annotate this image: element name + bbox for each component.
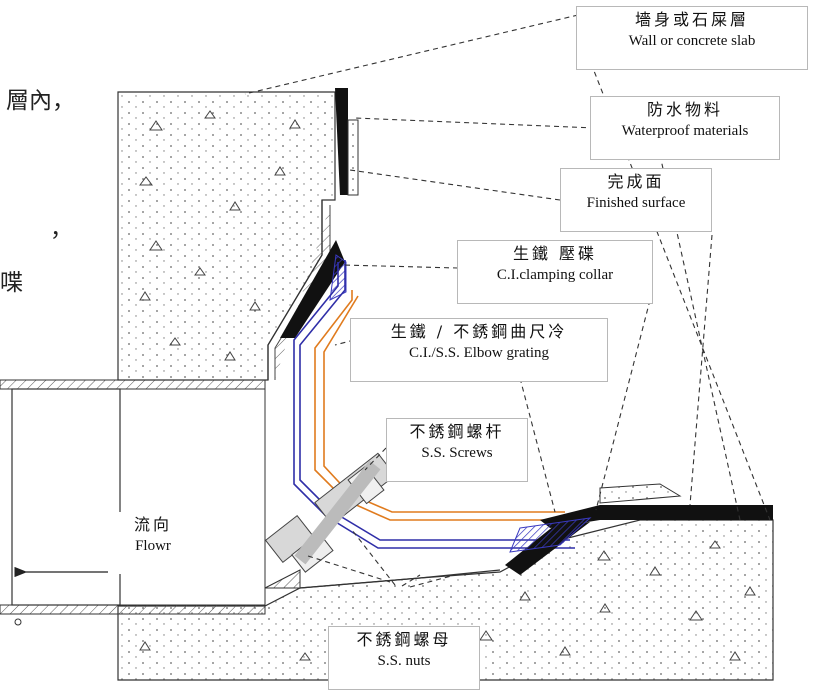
label-wall-zh: 墻身或石屎層 bbox=[634, 10, 749, 29]
waterproof-wall bbox=[335, 88, 348, 195]
label-flow-en: Flowr bbox=[135, 537, 171, 554]
label-grating-zh: 生鐵 / 不銹鋼曲尺冷 bbox=[390, 322, 568, 341]
label-nuts: 不銹鋼螺母 S.S. nuts bbox=[328, 626, 480, 690]
label-nuts-en: S.S. nuts bbox=[377, 652, 431, 669]
label-screws-zh: 不銹鋼螺杆 bbox=[409, 422, 505, 441]
floor-waterproof bbox=[540, 505, 773, 528]
label-grating: 生鐵 / 不銹鋼曲尺冷 C.I./S.S. Elbow grating bbox=[350, 318, 608, 382]
label-screws: 不銹鋼螺杆 S.S. Screws bbox=[386, 418, 528, 482]
label-waterproof-zh: 防水物料 bbox=[646, 100, 723, 119]
collar-black bbox=[280, 240, 345, 338]
label-finished-en: Finished surface bbox=[586, 194, 686, 211]
label-collar: 生鐵 壓碟 C.I.clamping collar bbox=[457, 240, 653, 304]
label-wall: 墻身或石屎層 Wall or concrete slab bbox=[576, 6, 808, 70]
elbow-housing bbox=[267, 200, 323, 380]
wall-concrete bbox=[117, 91, 336, 381]
label-collar-en: C.I.clamping collar bbox=[496, 266, 614, 283]
leader-lines bbox=[244, 14, 771, 588]
text-fragment-3: 喋 bbox=[0, 270, 23, 296]
label-waterproof: 防水物料 Waterproof materials bbox=[590, 96, 780, 160]
label-finished-zh: 完成面 bbox=[607, 172, 665, 191]
label-grating-en: C.I./S.S. Elbow grating bbox=[408, 344, 549, 361]
text-fragment-2: ， bbox=[50, 216, 73, 242]
elbow-grating bbox=[293, 260, 575, 549]
label-finished: 完成面 Finished surface bbox=[560, 168, 712, 232]
label-waterproof-en: Waterproof materials bbox=[621, 122, 749, 139]
label-wall-en: Wall or concrete slab bbox=[628, 32, 756, 49]
label-collar-zh: 生鐵 壓碟 bbox=[512, 244, 598, 263]
label-nuts-zh: 不銹鋼螺母 bbox=[356, 630, 452, 649]
aggregate-marks bbox=[139, 110, 756, 661]
drain-pipe bbox=[0, 379, 266, 615]
label-flow-zh: 流向 bbox=[133, 515, 172, 534]
label-screws-en: S.S. Screws bbox=[421, 444, 493, 461]
label-flow: 流向 Flowr bbox=[118, 512, 188, 574]
text-fragment-1: 層內， bbox=[6, 88, 75, 114]
